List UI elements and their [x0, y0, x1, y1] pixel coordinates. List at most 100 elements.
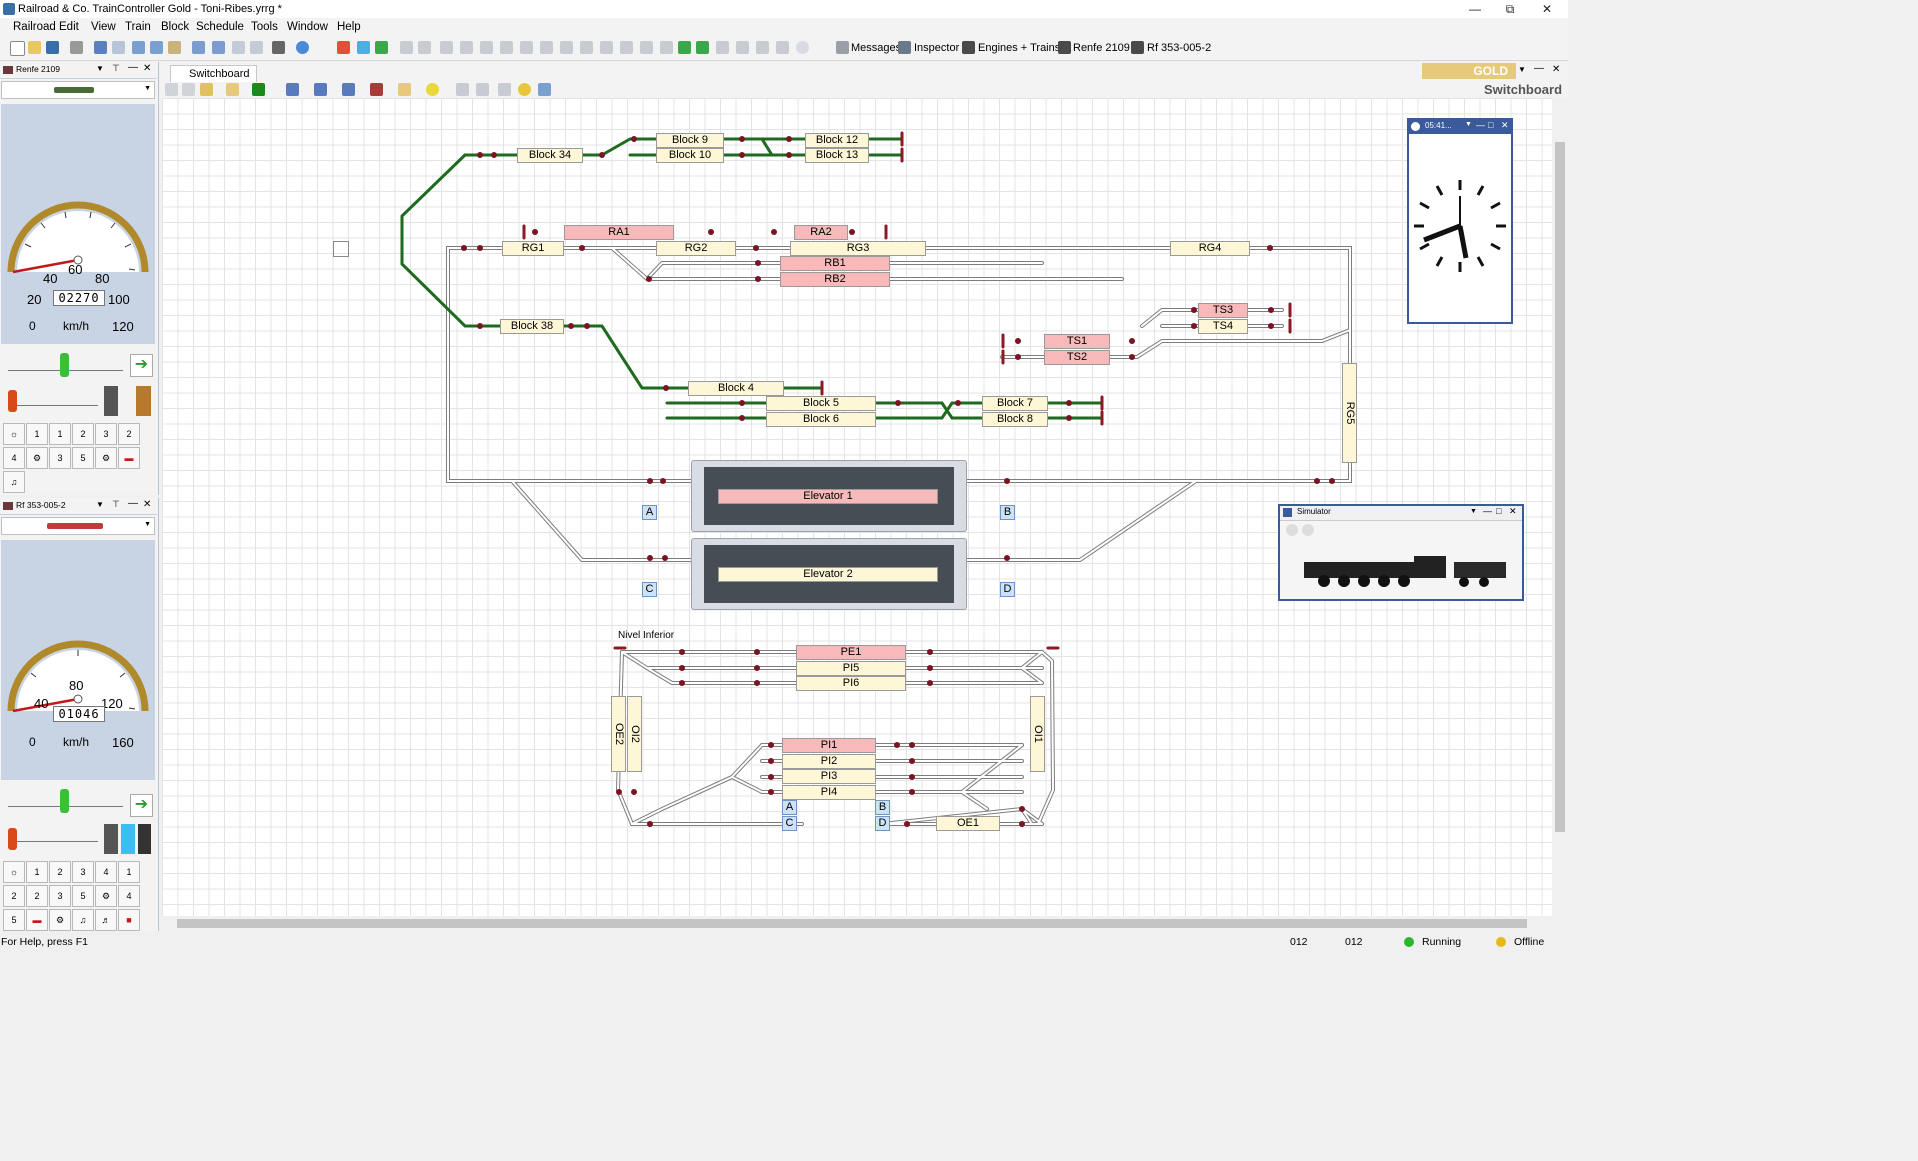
print-icon[interactable] — [70, 41, 83, 54]
menu-railroad[interactable]: Railroad — [13, 21, 56, 33]
switchboard-canvas[interactable]: Block 9 Block 10 Block 12 Block 13 Block… — [162, 98, 1552, 916]
f2-5-button[interactable]: 1 — [118, 861, 140, 883]
tool-q-icon[interactable] — [756, 41, 769, 54]
f2-horn-button[interactable]: 2 — [118, 423, 140, 445]
simulator-menu-icon[interactable]: ▼ — [1470, 508, 1477, 515]
f2-mute-button[interactable]: ■ — [118, 909, 140, 931]
restore-button[interactable]: ⧉ — [1505, 2, 1515, 16]
panel-menu-icon-2[interactable]: ▼ — [96, 500, 104, 509]
open-icon[interactable] — [28, 41, 41, 54]
clock-maximize-icon[interactable]: □ — [1488, 120, 1494, 130]
magnify-icon[interactable] — [182, 83, 195, 96]
menu-window[interactable]: Window — [287, 21, 328, 33]
loco-select[interactable]: ▼ — [1, 81, 155, 99]
label-icon[interactable] — [498, 83, 511, 96]
panel-close-icon[interactable]: ✕ — [143, 63, 152, 74]
f2-9-button[interactable]: 5 — [72, 885, 94, 907]
flip-icon[interactable] — [192, 41, 205, 54]
panel-close-icon-2[interactable]: ✕ — [143, 499, 152, 510]
f4-bell-button[interactable]: 4 — [3, 447, 25, 469]
simulator-close-icon[interactable]: ✕ — [1509, 506, 1517, 516]
marker-b-top[interactable]: B — [1000, 505, 1015, 520]
f2-11-button[interactable]: 5 — [3, 909, 25, 931]
go-icon[interactable] — [375, 41, 388, 54]
f2-whistle-button[interactable]: ♬ — [95, 909, 117, 931]
block-ts2[interactable]: TS2 — [1044, 350, 1110, 365]
f2-light-button[interactable]: ☼ — [3, 861, 25, 883]
f2-3-button[interactable]: 3 — [72, 861, 94, 883]
simulator-window[interactable]: Simulator ▼ — □ ✕ — [1278, 504, 1524, 601]
f2-8-button[interactable]: 3 — [49, 885, 71, 907]
figure-icon[interactable] — [678, 41, 691, 54]
marker-a-top[interactable]: A — [642, 505, 657, 520]
messages-icon[interactable] — [836, 41, 849, 54]
f-shunt-button[interactable]: ▬ — [118, 447, 140, 469]
clock-minimize-icon[interactable]: — — [1476, 120, 1485, 130]
rotate-icon[interactable] — [212, 41, 225, 54]
f-light-button[interactable]: ☼ — [3, 423, 25, 445]
block-oe1[interactable]: OE1 — [936, 816, 1000, 831]
loco-select-2[interactable]: ▼ — [1, 517, 155, 535]
line-icon[interactable] — [286, 83, 299, 96]
tool-b-icon[interactable] — [418, 41, 431, 54]
block-icon[interactable] — [398, 83, 411, 96]
f2-shunt-button[interactable]: ▬ — [26, 909, 48, 931]
menu-schedule[interactable]: Schedule — [196, 21, 244, 33]
pin-icon[interactable]: ⊤ — [112, 63, 120, 73]
brake-slider-2[interactable] — [8, 835, 98, 842]
f2-4-button[interactable]: 4 — [95, 861, 117, 883]
loco-icon[interactable] — [1058, 41, 1071, 54]
loco2-icon[interactable] — [1131, 41, 1144, 54]
turntable-icon[interactable] — [476, 83, 489, 96]
face-icon[interactable] — [518, 83, 531, 96]
block-ts4[interactable]: TS4 — [1198, 319, 1248, 334]
f2-coupler-button[interactable]: ⚙ — [95, 885, 117, 907]
tool-h-icon[interactable] — [540, 41, 553, 54]
block-34[interactable]: Block 34 — [517, 148, 583, 163]
block-pi5[interactable]: PI5 — [796, 661, 906, 676]
messages-button[interactable]: Messages — [851, 42, 902, 54]
block-oe2[interactable]: OE2 — [611, 696, 626, 772]
f2-6-button[interactable]: 2 — [3, 885, 25, 907]
block-4[interactable]: Block 4 — [688, 381, 784, 396]
tool-o-icon[interactable] — [716, 41, 729, 54]
block-6[interactable]: Block 6 — [766, 412, 876, 427]
copy-icon[interactable] — [150, 41, 163, 54]
throttle-thumb[interactable] — [60, 353, 69, 377]
elevator-1[interactable]: Elevator 1 — [691, 460, 967, 532]
block-rg3[interactable]: RG3 — [790, 241, 926, 256]
block-12[interactable]: Block 12 — [805, 133, 869, 148]
simulator-play-icon[interactable] — [1286, 524, 1298, 536]
elevator-2[interactable]: Elevator 2 — [691, 538, 967, 610]
direction-arrow-icon[interactable]: ➔ — [130, 354, 153, 377]
f2-1-button[interactable]: 1 — [26, 861, 48, 883]
brake-thumb-2[interactable] — [8, 828, 17, 850]
tab-close-icon[interactable]: ✕ — [1552, 64, 1561, 75]
inspector-icon[interactable] — [898, 41, 911, 54]
f3-horn-button[interactable]: 3 — [49, 447, 71, 469]
f3-bell-button[interactable]: 3 — [95, 423, 117, 445]
tool-r-icon[interactable] — [776, 41, 789, 54]
color-green-icon[interactable] — [252, 83, 265, 96]
block-rb1[interactable]: RB1 — [780, 256, 890, 271]
globe-icon[interactable] — [296, 41, 309, 54]
block-5[interactable]: Block 5 — [766, 396, 876, 411]
simulator-maximize-icon[interactable]: □ — [1496, 506, 1502, 516]
block-pi4[interactable]: PI4 — [782, 785, 876, 800]
elevator-1-block[interactable]: Elevator 1 — [718, 489, 938, 504]
image-icon[interactable] — [538, 83, 551, 96]
block-9[interactable]: Block 9 — [656, 133, 724, 148]
direction-arrow-icon-2[interactable]: ➔ — [130, 794, 153, 817]
engines-trains-button[interactable]: Engines + Trains — [978, 42, 1061, 54]
clock-menu-icon[interactable]: ▼ — [1465, 121, 1472, 128]
f2-gear-button[interactable]: ⚙ — [49, 909, 71, 931]
brake-slider[interactable] — [8, 399, 98, 406]
marker-d-low[interactable]: D — [875, 816, 890, 831]
panel-minimize-icon-2[interactable]: — — [128, 498, 138, 509]
f-gear-button[interactable]: ⚙ — [95, 447, 117, 469]
block-ts1[interactable]: TS1 — [1044, 334, 1110, 349]
block-pi2[interactable]: PI2 — [782, 754, 876, 769]
menu-help[interactable]: Help — [337, 21, 361, 33]
engines-icon[interactable] — [962, 41, 975, 54]
throttle-thumb-2[interactable] — [60, 789, 69, 813]
